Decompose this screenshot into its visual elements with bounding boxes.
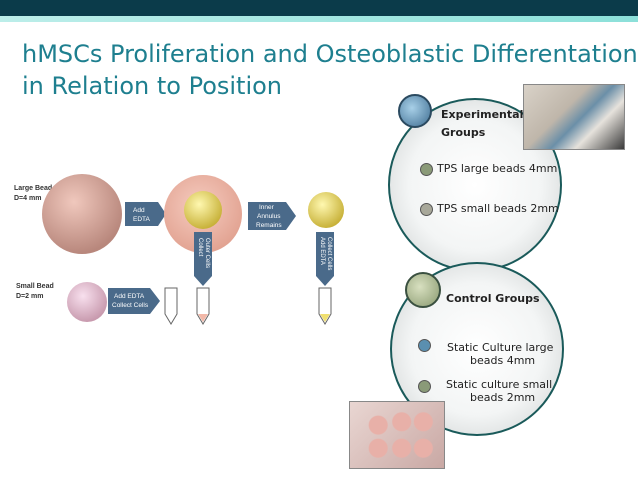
tube-inner-cells-content [320, 314, 330, 322]
well-plate-photo [349, 401, 445, 469]
static-small-icon [418, 380, 431, 393]
add-edta-text-2: EDTA [133, 216, 151, 223]
collect-outer-arrow [194, 232, 212, 286]
experimental-heading-2: Groups [441, 126, 486, 139]
inner-annulus-text-2: Annulus [257, 213, 281, 220]
small-bead-size: D=2 mm [16, 293, 43, 300]
static-large-label-1: Static Culture large [447, 341, 554, 354]
large-bead-label: Large Bead [14, 185, 52, 192]
small-bead-label: Small Bead [16, 283, 54, 290]
add-edta-collect-text-1: Add EDTA [319, 237, 325, 265]
collect-outer-text-2: Outer Cells [204, 238, 210, 268]
slide-title: hMSCs Proliferation and Osteoblastic Dif… [22, 38, 638, 102]
add-edta-arrow [125, 202, 166, 226]
add-edta-collect-text-2: Collect Cells [326, 237, 332, 270]
bead-process-diagram: Large Bead D=4 mm Add EDTA Inner Annulus… [14, 174, 344, 325]
static-small-label-1: Static culture small [446, 378, 553, 391]
static-large-icon [418, 339, 431, 352]
remaining-bead [308, 192, 344, 228]
add-edta-collect-arrow [316, 232, 334, 286]
title-line-1: hMSCs Proliferation and Osteoblastic Dif… [22, 40, 638, 68]
control-heading: Control Groups [446, 292, 540, 305]
tps-small-label: TPS small beads 2mm [437, 202, 559, 215]
large-bead [42, 174, 122, 254]
tps-large-icon [420, 163, 433, 176]
small-add-edta-text-1: Add EDTA [114, 293, 145, 300]
tube-small-bead [164, 287, 178, 325]
tps-small-icon [420, 203, 433, 216]
tube-outer-cells-content [198, 314, 208, 322]
experimental-groups-small-circle [398, 94, 432, 128]
static-large-label-2: beads 4mm [470, 354, 536, 367]
lab-equipment-photo [523, 84, 625, 150]
tps-large-label: TPS large beads 4mm [437, 162, 558, 175]
small-bead [67, 282, 107, 322]
large-bead-size: D=4 mm [14, 195, 41, 202]
title-line-2: in Relation to Position [22, 72, 283, 100]
inner-annulus-core [184, 191, 222, 229]
top-bar [0, 0, 638, 16]
inner-annulus-arrow [248, 202, 296, 230]
control-groups-small-circle [405, 272, 441, 308]
inner-annulus-text-3: Remains [256, 222, 282, 229]
experimental-heading-1: Experimental [441, 108, 524, 121]
inner-annulus-text-1: Inner [259, 204, 275, 211]
collect-outer-text-1: Collect [197, 238, 203, 257]
add-edta-text-1: Add [133, 207, 145, 214]
top-bar-accent [0, 16, 638, 22]
small-add-edta-text-2: Collect Cells [112, 302, 149, 309]
small-add-edta-arrow [108, 288, 160, 314]
static-small-label-2: beads 2mm [470, 391, 536, 404]
